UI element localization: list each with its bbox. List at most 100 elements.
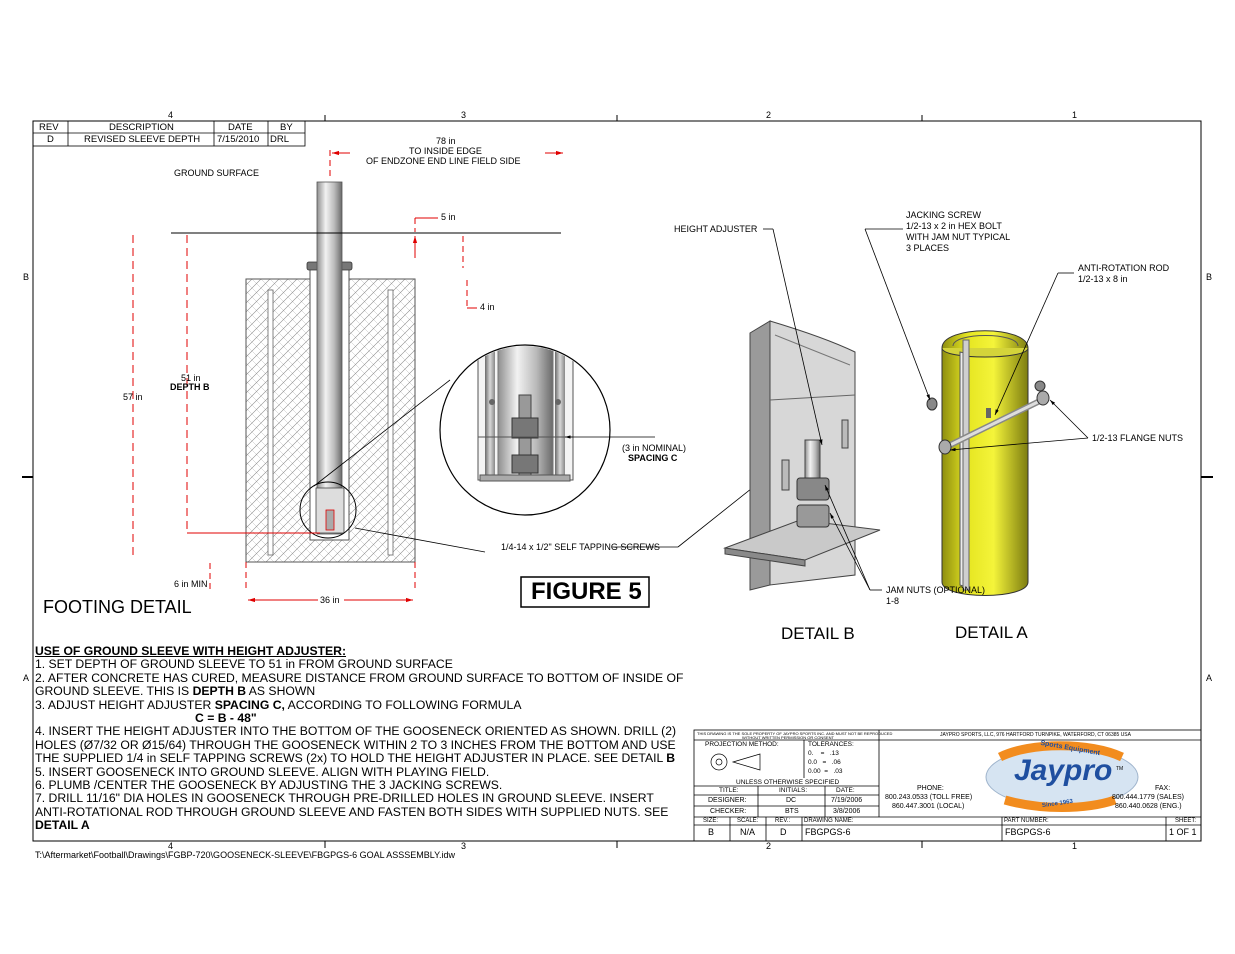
self-tapping-screws-label: 1/4-14 x 1/2" SELF TAPPING SCREWS [501, 542, 660, 552]
zone-right-b: B [1206, 272, 1213, 282]
dim-4-label: 4 in [480, 302, 495, 312]
proprietary-line-2: WITHOUT WRITTEN PERMISSION OR CONSENT [742, 735, 834, 740]
note-line: THE SUPPLIED 1/4 in SELF TAPPING SCREWS … [35, 751, 676, 766]
flange-nuts-label: 1/2-13 FLANGE NUTS [1092, 433, 1184, 443]
zone-top-2: 2 [766, 110, 772, 120]
figure-label-box [520, 576, 650, 608]
jaypro-logo [985, 741, 1139, 812]
phone-toll-free: 800.243.0533 (TOLL FREE) [885, 794, 973, 801]
tolerance-2: 0.0 = .06 [808, 759, 841, 766]
detail-b-title: DETAIL B [781, 624, 855, 643]
spacing-c-line1: (3 in NOMINAL) [622, 443, 687, 453]
logo-jaypro: Jaypro [1014, 754, 1113, 787]
rev-header-by: BY [280, 122, 293, 133]
title-header: TITLE: [719, 787, 739, 794]
anti-rotation-rod-label-2: 1/2-13 x 8 in [1078, 274, 1128, 284]
dim-57-label: 57 in [123, 392, 143, 402]
rev-value-tb: D [780, 827, 787, 837]
zone-ticks [22, 115, 1213, 848]
size-header: SIZE: [703, 818, 719, 824]
designer-initials: DC [786, 797, 797, 804]
installation-notes: USE OF GROUND SLEEVE WITH HEIGHT ADJUSTE… [35, 644, 695, 833]
projection-method-label: PROJECTION METHOD: [705, 741, 779, 748]
checker-label: CHECKER: [710, 808, 747, 815]
tolerance-1: 0. = .13 [808, 750, 839, 757]
rev-header-date: DATE [228, 122, 253, 133]
rev-header-rev: REV [39, 122, 59, 133]
dim-5-label: 5 in [441, 212, 456, 222]
footing-dimensions [132, 150, 563, 603]
dim-6min-label: 6 in MIN [174, 579, 208, 589]
zone-bottom-1: 1 [1072, 841, 1078, 851]
rebar-right [387, 289, 394, 556]
jacking-screw-label-3: WITH JAM NUT TYPICAL [906, 232, 1011, 242]
tolerances-label: TOLERANCES: [808, 741, 854, 748]
rev-header: REV.: [775, 818, 791, 824]
rev-header-description: DESCRIPTION [109, 122, 174, 133]
dim-51-label: 51 in [181, 373, 201, 383]
zone-top-4: 4 [168, 110, 174, 120]
note-line: ANTI-ROTATIONAL ROD THROUGH GROUND SLEEV… [35, 804, 669, 819]
zone-top-3: 3 [461, 110, 467, 120]
zone-left-b: B [23, 272, 30, 282]
zone-bottom-2: 2 [766, 841, 772, 851]
note-line: 7. DRILL 11/16" DIA HOLES IN GOOSENECK T… [35, 791, 654, 806]
phone-label: PHONE: [917, 785, 944, 792]
designer-label: DESIGNER: [708, 797, 747, 804]
sheet-value: 1 OF 1 [1169, 827, 1197, 837]
note-line: DETAIL A [35, 818, 90, 833]
rev-date: 7/15/2010 [217, 134, 260, 145]
part-number-value: FBGPGS-6 [1005, 827, 1051, 837]
fax-eng: 860.440.0628 (ENG.) [1115, 803, 1182, 810]
detail-a-title: DETAIL A [955, 623, 1028, 642]
rev-by: DRL [270, 134, 290, 145]
jacking-screw-label-1: JACKING SCREW [906, 210, 982, 220]
rev-description: REVISED SLEEVE DEPTH [84, 134, 201, 145]
initials-header: INITIALS: [779, 787, 808, 794]
rebar-left [267, 289, 274, 556]
figure-label: FIGURE 5 [531, 578, 642, 605]
footing-detail [171, 181, 561, 563]
anti-rotation-rod-label-1: ANTI-ROTATION ROD [1078, 263, 1170, 273]
note-line: 1. SET DEPTH OF GROUND SLEEVE TO 51 in F… [35, 657, 453, 672]
note-line: 3. ADJUST HEIGHT ADJUSTER SPACING C, ACC… [35, 697, 522, 712]
logo-tm: TM [1116, 766, 1124, 772]
drawing-name-header: DRAWING NAME: [804, 818, 854, 824]
unless-otherwise-specified: UNLESS OTHERWISE SPECIFIED [736, 779, 840, 786]
note-line: 2. AFTER CONCRETE HAS CURED, MEASURE DIS… [35, 670, 684, 685]
note-line: 4. INSERT THE HEIGHT ADJUSTER INTO THE B… [35, 724, 677, 739]
note-line: 5. INSERT GOOSENECK INTO GROUND SLEEVE. … [35, 764, 490, 779]
zone-top-1: 1 [1072, 110, 1078, 120]
callout-leaders [763, 228, 1089, 591]
scale-value: N/A [740, 827, 756, 837]
date-header: DATE: [836, 787, 855, 794]
title-block-grid [693, 729, 1202, 842]
jam-nuts-label-1: JAM NUTS (OPTIONAL) [886, 585, 986, 595]
notes-heading: USE OF GROUND SLEEVE WITH HEIGHT ADJUSTE… [35, 644, 347, 658]
company-address: JAYPRO SPORTS, LLC, 976 HARTFORD TURNPIK… [940, 732, 1131, 738]
sheet-header: SHEET: [1175, 818, 1197, 824]
dim-36-label: 36 in [320, 595, 340, 605]
phone-local: 860.447.3001 (LOCAL) [892, 803, 965, 810]
note-line: HOLES (Ø7/32 OR Ø15/64) THROUGH THE GOOS… [35, 737, 676, 752]
revision-block-grid [32, 120, 306, 147]
rev-value: D [47, 134, 54, 145]
jacking-screw-label-2: 1/2-13 x 2 in HEX BOLT [906, 221, 1002, 231]
jam-nuts-label-2: 1-8 [886, 596, 900, 606]
tolerance-3: 0.00 = .03 [808, 768, 843, 775]
dim-78-line3: OF ENDZONE END LINE FIELD SIDE [366, 156, 521, 166]
height-adjuster-zoom [439, 344, 655, 516]
zone-left-a: A [23, 673, 30, 683]
detail-b-callout-circle-small [299, 481, 357, 539]
checker-date: 3/8/2006 [833, 808, 861, 815]
file-path: T:\Aftermarket\Football\Drawings\FGBP-72… [35, 850, 455, 860]
fax-sales: 800.444.1779 (SALES) [1112, 794, 1184, 801]
proprietary-line-1: THIS DRAWING IS THE SOLE PROPERTY OF JAY… [697, 731, 893, 736]
depth-b-label: DEPTH B [170, 382, 210, 392]
footing-detail-title: FOOTING DETAIL [43, 597, 192, 617]
part-number-header: PART NUMBER: [1004, 818, 1049, 824]
checker-initials: BTS [785, 808, 799, 815]
ground-surface-label: GROUND SURFACE [174, 168, 260, 178]
designer-date: 7/19/2006 [831, 797, 863, 804]
